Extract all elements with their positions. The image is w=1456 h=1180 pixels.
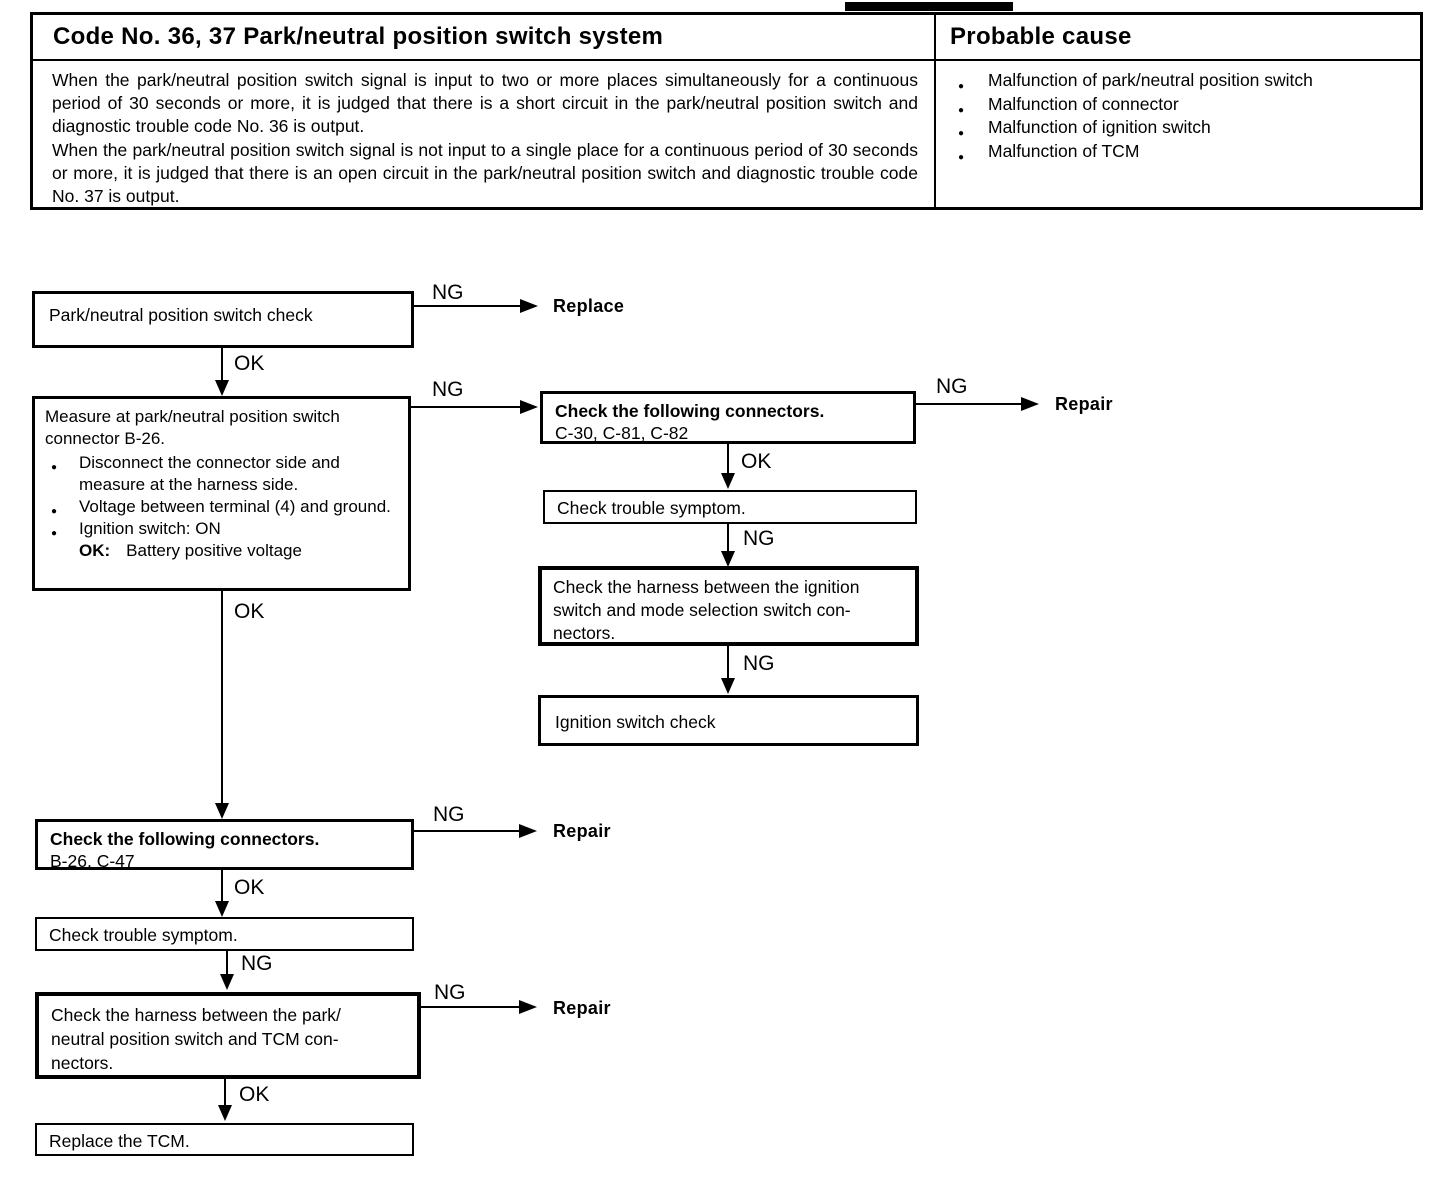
flow-box-text: Measure at park/neutral position switch … xyxy=(45,407,340,448)
connector-line xyxy=(727,524,729,552)
page-title: Code No. 36, 37 Park/neutral position sw… xyxy=(33,15,936,61)
ok-label: OK xyxy=(234,352,265,375)
ng-label: NG xyxy=(241,952,273,975)
flow-box-connectors-c30: Check the following connectors. C-30, C-… xyxy=(540,391,916,444)
flow-box-text: Check trouble symptom. xyxy=(49,925,238,945)
arrowhead-right-icon xyxy=(1021,397,1039,411)
flow-box-pn-switch-check: Park/neutral position switch check xyxy=(32,291,414,348)
arrowhead-right-icon xyxy=(520,299,538,313)
ng-label: NG xyxy=(433,803,465,826)
connector-line xyxy=(226,951,228,975)
arrowhead-right-icon xyxy=(519,1000,537,1014)
flow-box-harness-ignition: Check the harness between the ignition s… xyxy=(538,566,919,646)
connector-line xyxy=(224,1079,226,1106)
flow-box-title: Check the following connectors. xyxy=(50,829,320,849)
arrowhead-down-icon xyxy=(721,678,735,694)
header-table: Code No. 36, 37 Park/neutral position sw… xyxy=(30,12,1423,210)
connector-line xyxy=(221,870,223,902)
measure-bullet: Voltage between terminal (4) and ground. xyxy=(45,496,398,523)
flow-box-text-line: nectors. xyxy=(553,623,616,643)
scan-artifact xyxy=(845,2,1013,11)
probable-cause-item: Malfunction of park/neutral position swi… xyxy=(946,69,1413,98)
ok-label: OK xyxy=(239,1083,270,1106)
arrowhead-down-icon xyxy=(721,473,735,489)
flow-box-measure-b26: Measure at park/neutral position switch … xyxy=(32,396,411,591)
ng-label: NG xyxy=(434,981,466,1004)
flow-box-text: Replace the TCM. xyxy=(49,1131,190,1151)
flow-box-title: Check the following connectors. xyxy=(555,401,825,421)
measure-bullet: Disconnect the connector side and measur… xyxy=(45,452,398,496)
arrowhead-down-icon xyxy=(220,974,234,990)
connector-line xyxy=(727,646,729,679)
connector-line xyxy=(727,444,729,474)
flow-box-ignition-switch-check: Ignition switch check xyxy=(538,695,919,746)
flow-box-symptom-left: Check trouble symptom. xyxy=(35,917,414,951)
probable-cause-item: Malfunction of TCM xyxy=(946,140,1413,169)
ng-label: NG xyxy=(743,652,775,675)
ok-condition: OK: Battery positive voltage xyxy=(79,540,398,562)
probable-cause-item: Malfunction of connector xyxy=(946,93,1413,122)
connector-line xyxy=(414,305,520,307)
arrowhead-down-icon xyxy=(215,380,229,396)
flow-box-harness-tcm: Check the harness between the park/ neut… xyxy=(35,992,421,1079)
arrowhead-down-icon xyxy=(215,901,229,917)
connector-line xyxy=(411,406,520,408)
flow-box-detail: B-26, C-47 xyxy=(50,851,135,871)
repair-result: Repair xyxy=(1055,394,1113,414)
flow-box-detail: C-30, C-81, C-82 xyxy=(555,423,689,443)
flow-box-text-line: switch and mode selection switch con- xyxy=(553,600,851,620)
probable-cause-title: Probable cause xyxy=(936,15,1421,61)
flow-box-text: Check trouble symptom. xyxy=(557,498,746,518)
flow-box-symptom-right: Check trouble symptom. xyxy=(543,490,917,524)
ng-label: NG xyxy=(936,375,968,398)
arrowhead-down-icon xyxy=(215,803,229,819)
arrowhead-down-icon xyxy=(218,1105,232,1121)
description-paragraph: When the park/neutral position switch si… xyxy=(52,139,918,207)
connector-line xyxy=(221,348,223,382)
ok-condition-prefix: OK: xyxy=(79,541,111,560)
flow-box-connectors-b26: Check the following connectors. B-26, C-… xyxy=(35,819,414,871)
replace-result: Replace xyxy=(553,296,625,316)
flow-box-text-line: Check the harness between the ignition xyxy=(553,577,860,597)
ok-label: OK xyxy=(741,450,772,473)
ok-condition-text: Battery positive voltage xyxy=(126,541,302,560)
ok-label: OK xyxy=(234,600,265,623)
description-paragraph: When the park/neutral position switch si… xyxy=(52,70,918,137)
flow-box-text-line: neutral position switch and TCM con- xyxy=(51,1029,339,1049)
repair-result: Repair xyxy=(553,821,611,841)
ok-label: OK xyxy=(234,876,265,899)
flow-box-text: Ignition switch check xyxy=(555,712,716,732)
flow-box-text-line: Check the harness between the park/ xyxy=(51,1005,341,1025)
probable-cause-item: Malfunction of ignition switch xyxy=(946,116,1413,145)
connector-line xyxy=(421,1006,519,1008)
connector-line xyxy=(414,830,519,832)
connector-line xyxy=(221,591,223,804)
flow-box-text: Park/neutral position switch check xyxy=(49,305,313,325)
arrowhead-right-icon xyxy=(519,824,537,838)
ng-label: NG xyxy=(743,527,775,550)
arrowhead-right-icon xyxy=(520,400,538,414)
flow-box-text-line: nectors. xyxy=(51,1053,114,1073)
measure-bullet: Ignition switch: ON xyxy=(45,518,398,545)
connector-line xyxy=(916,403,1021,405)
repair-result: Repair xyxy=(553,998,611,1018)
code-description: When the park/neutral position switch si… xyxy=(33,61,936,210)
arrowhead-down-icon xyxy=(721,551,735,567)
probable-cause-list: Malfunction of park/neutral position swi… xyxy=(936,61,1421,210)
flow-box-replace-tcm: Replace the TCM. xyxy=(35,1123,414,1156)
ng-label: NG xyxy=(432,378,464,401)
ng-label: NG xyxy=(432,281,464,304)
